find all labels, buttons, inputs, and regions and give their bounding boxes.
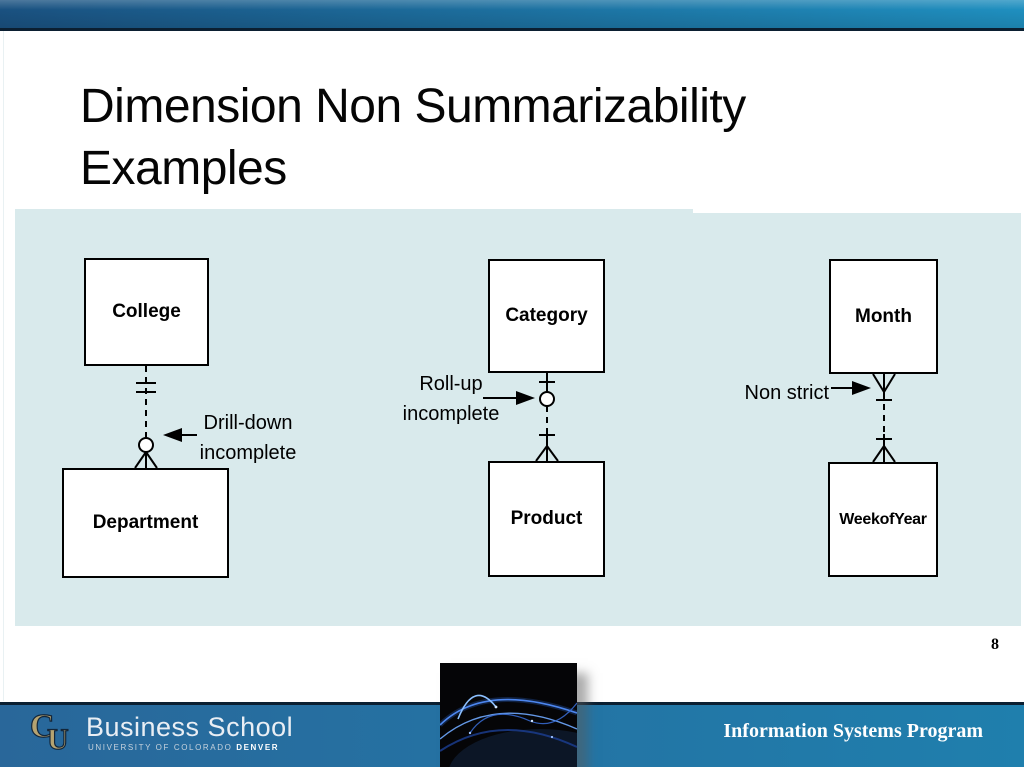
university-subtitle: UNIVERSITY OF COLORADO DENVER <box>88 743 279 752</box>
logo-letter-c: C <box>30 708 55 745</box>
annotation-roll-up-incomplete: Roll-up incomplete <box>395 369 507 429</box>
entity-box-department: Department <box>62 468 229 578</box>
program-name: Information Systems Program <box>723 720 983 742</box>
annotation-line2: incomplete <box>199 442 297 464</box>
annotation-line1: Roll-up <box>419 373 483 395</box>
top-banner-bar <box>0 0 1024 31</box>
entity-label: Category <box>505 305 588 326</box>
annotation-line1: Drill-down <box>203 412 293 434</box>
annotation-line1: Non strict <box>744 382 829 404</box>
entity-label: WeekofYear <box>839 510 927 528</box>
cu-logo: C U <box>29 707 69 751</box>
entity-label: Product <box>510 508 583 529</box>
entity-box-weekofyear: WeekofYear <box>828 462 938 577</box>
annotation-non-strict: Non strict <box>737 378 829 408</box>
left-edge-line <box>3 31 4 701</box>
university-subtitle-denver: DENVER <box>236 743 280 752</box>
slide-title: Dimension Non Summarizability Examples <box>80 76 746 200</box>
entity-box-college: College <box>84 258 209 366</box>
globe-shape <box>449 729 577 767</box>
page-number: 8 <box>991 636 999 653</box>
slide-title-line1: Dimension Non Summarizability <box>80 80 746 133</box>
network-abstract-image <box>440 663 577 767</box>
entity-box-month: Month <box>829 259 938 374</box>
entity-box-category: Category <box>488 259 605 373</box>
slide-title-line2: Examples <box>80 142 287 195</box>
business-school-name: Business School <box>86 712 294 742</box>
logo-letter-u: U <box>47 723 69 751</box>
university-subtitle-text: UNIVERSITY OF COLORADO <box>88 743 237 752</box>
entity-label: College <box>112 301 181 322</box>
annotation-drill-down-incomplete: Drill-down incomplete <box>192 408 304 468</box>
entity-box-product: Product <box>488 461 605 577</box>
entity-label: Month <box>855 305 912 327</box>
entity-label: Department <box>92 512 199 533</box>
annotation-line2: incomplete <box>402 403 500 425</box>
